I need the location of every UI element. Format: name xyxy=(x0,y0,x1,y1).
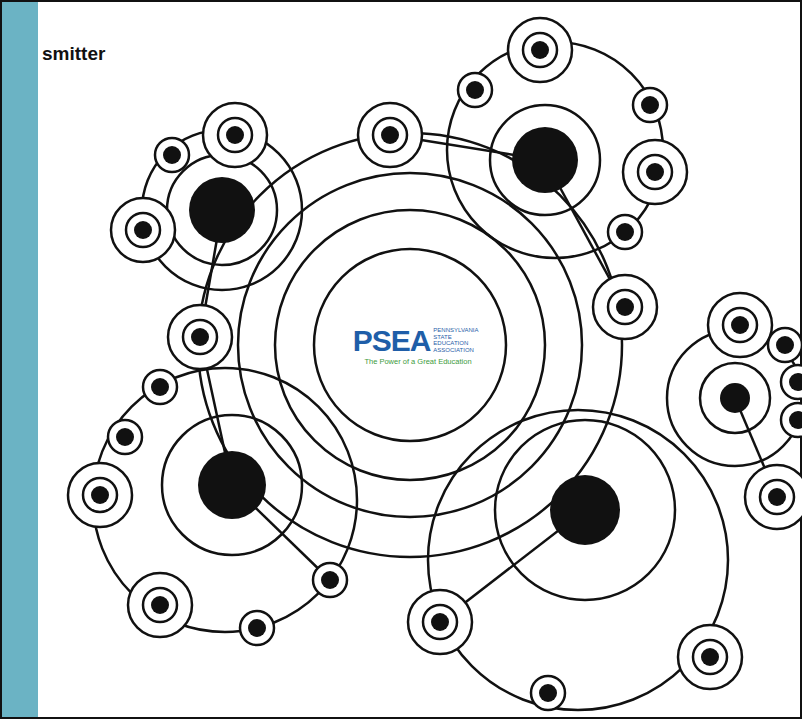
orbit-rings xyxy=(93,42,802,710)
side-bar xyxy=(0,0,38,719)
logo-circle: PSEAPENNSYLVANIA STATE EDUCATION ASSOCIA… xyxy=(312,247,508,443)
hub-dots xyxy=(189,127,750,545)
logo-org-name: PENNSYLVANIA STATE EDUCATION ASSOCIATION xyxy=(433,327,483,353)
heading: smitter xyxy=(40,43,107,65)
satellite-nodes xyxy=(68,18,802,710)
logo-wordmark: PSEA xyxy=(353,324,431,357)
logo-tagline: The Power of a Great Education xyxy=(364,358,471,366)
